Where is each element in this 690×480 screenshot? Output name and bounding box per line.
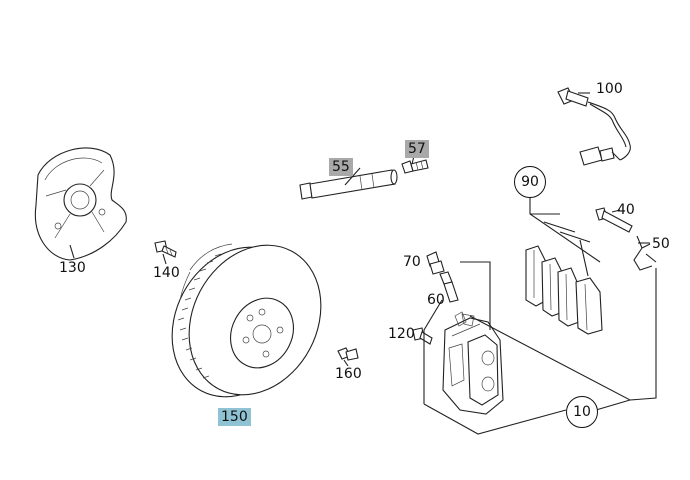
label-55: 55 — [329, 158, 353, 176]
label-100: 100 — [596, 81, 623, 97]
label-120: 120 — [388, 326, 415, 342]
label-70: 70 — [403, 254, 421, 270]
label-150: 150 — [218, 408, 251, 426]
bolt-40-part — [595, 207, 633, 233]
bolt-120-part — [412, 327, 433, 345]
spring-clip-part — [633, 235, 657, 271]
screw-160-part — [337, 347, 359, 361]
brake-pads-part — [525, 245, 603, 335]
label-90: 90 — [514, 166, 546, 198]
label-10: 10 — [566, 396, 598, 428]
dust-shield-part — [34, 147, 127, 261]
label-140: 140 — [153, 265, 180, 281]
label-40: 40 — [617, 202, 635, 218]
bleeder-valve-part — [426, 251, 445, 275]
bracket-lines — [69, 92, 657, 435]
bolt-57-part — [401, 159, 429, 174]
brake-caliper-part — [442, 311, 504, 415]
dust-cap-part — [439, 271, 459, 303]
guide-pin-part — [299, 169, 398, 200]
label-50: 50 — [652, 236, 670, 252]
brake-disc-part — [171, 243, 322, 398]
label-130: 130 — [59, 260, 86, 276]
label-160: 160 — [335, 366, 362, 382]
label-57: 57 — [405, 140, 429, 158]
wear-sensor-part — [557, 87, 631, 166]
label-60: 60 — [427, 292, 445, 308]
bolt-140-part — [154, 240, 177, 258]
